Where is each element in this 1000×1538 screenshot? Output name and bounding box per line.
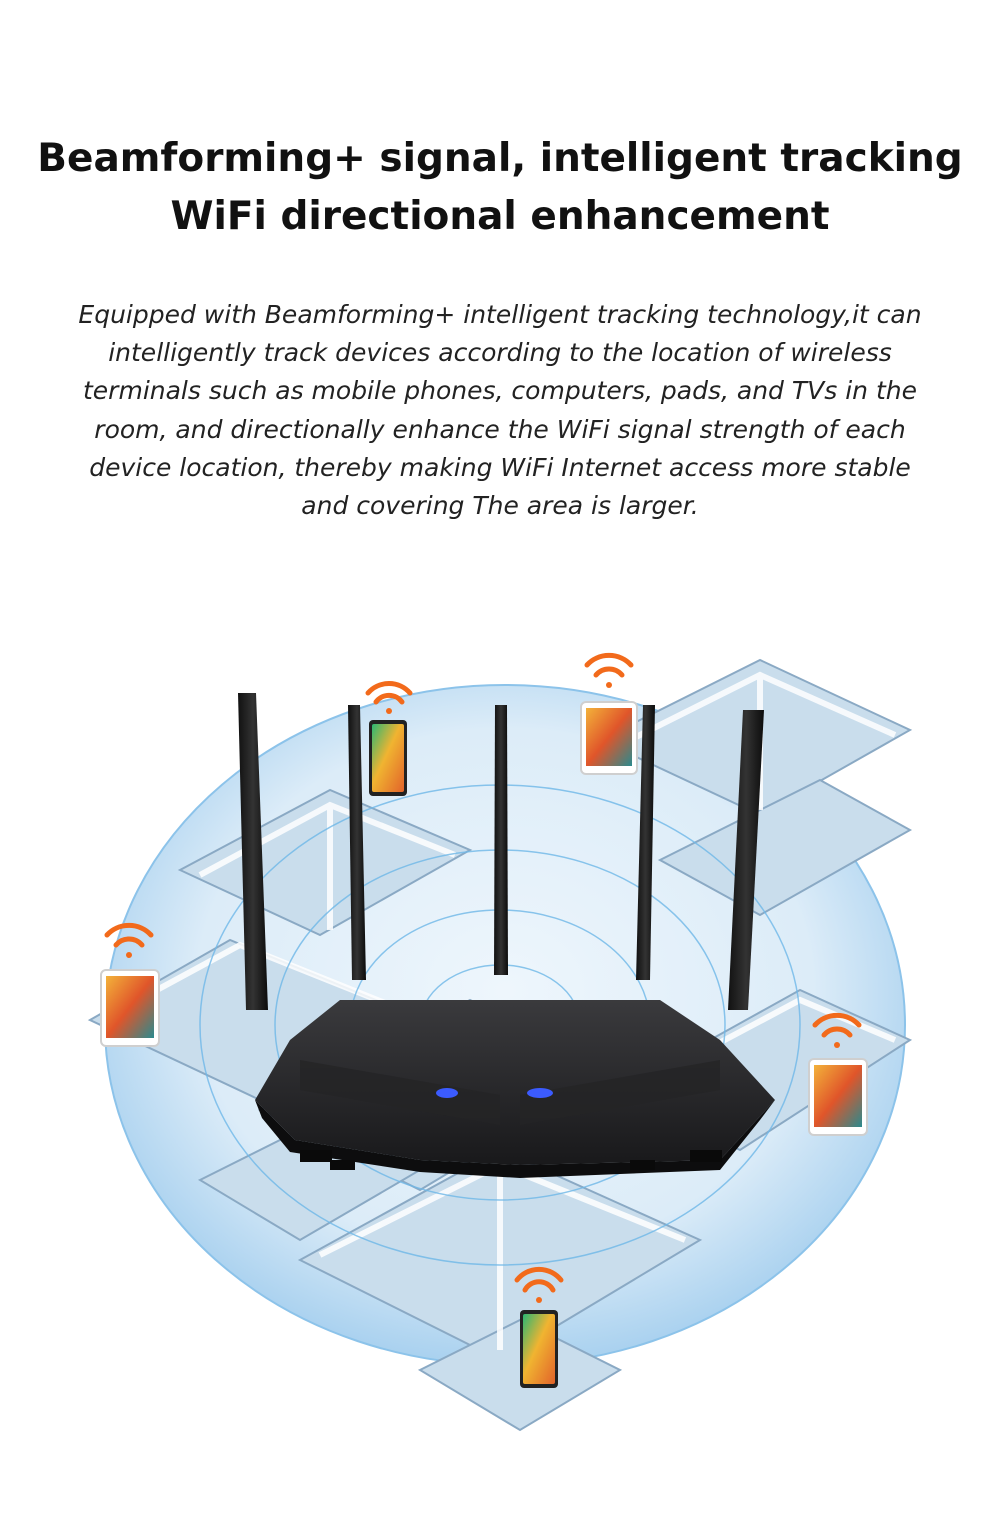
device-tablet-top-right (580, 652, 638, 775)
headline-line-1: Beamforming+ signal, intelligent trackin… (37, 136, 963, 182)
router-led (436, 1088, 458, 1098)
device-tablet-right (808, 1012, 868, 1136)
description-line: terminals such as mobile phones, compute… (83, 376, 917, 406)
wifi-icon (514, 1266, 564, 1303)
feature-description: Equipped with Beamforming+ intelligent t… (40, 296, 960, 525)
device-tablet-left (100, 922, 160, 1047)
description-line: Equipped with Beamforming+ intelligent t… (78, 300, 922, 329)
router-led (527, 1088, 553, 1098)
wifi-icon (365, 681, 413, 714)
router-coverage-illustration (87, 652, 913, 1432)
description-line: room, and directionally enhance the WiFi… (94, 414, 906, 444)
wifi-icon (812, 1012, 862, 1048)
headline-line-2: WiFi directional enhancement (170, 194, 830, 240)
wifi-icon (584, 652, 634, 688)
router (238, 693, 775, 1178)
description-line: intelligently track devices according to… (108, 338, 892, 368)
router-body (255, 1000, 775, 1165)
router-antennas (238, 693, 764, 1010)
device-phone-bottom (514, 1266, 564, 1388)
description-line: and covering The area is larger. (301, 491, 699, 521)
description-line: device location, thereby making WiFi Int… (89, 452, 911, 482)
page-headline: Beamforming+ signal, intelligent trackin… (0, 130, 1000, 246)
device-phone-top (365, 681, 413, 796)
wifi-icon (104, 922, 154, 958)
